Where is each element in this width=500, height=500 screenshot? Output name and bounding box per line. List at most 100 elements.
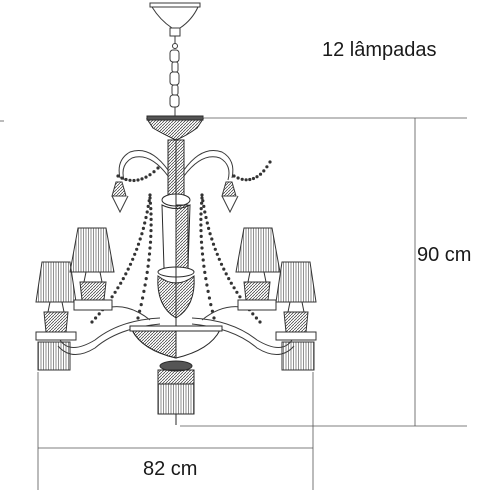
bead: [204, 277, 208, 281]
bead: [229, 281, 233, 285]
bead: [203, 210, 207, 214]
bead: [251, 176, 256, 181]
side-drops: [37, 341, 315, 371]
bead: [145, 270, 149, 274]
bead: [139, 303, 143, 307]
bead: [199, 240, 204, 244]
bead: [199, 207, 203, 211]
bead: [143, 283, 147, 287]
bead: [217, 257, 221, 261]
bead: [133, 252, 137, 256]
bead: [144, 175, 148, 179]
bead: [149, 234, 153, 238]
bead: [152, 170, 156, 174]
bead: [202, 264, 206, 268]
lamp-shade-far-left: [35, 261, 77, 341]
bead: [200, 246, 204, 250]
dimension-lines: [0, 117, 467, 490]
width-dimension-label: 82 cm: [143, 458, 198, 480]
bead: [213, 247, 217, 251]
bead: [205, 221, 209, 225]
bead: [128, 262, 133, 266]
bead: [200, 201, 204, 205]
bead: [244, 178, 248, 182]
bead: [201, 199, 205, 203]
bead: [206, 289, 210, 293]
bead: [143, 221, 147, 225]
bead: [207, 296, 211, 300]
lamp-shade-far-right: [275, 261, 317, 341]
bead: [149, 207, 153, 211]
bead: [149, 212, 153, 216]
bead: [255, 175, 259, 179]
bead: [232, 174, 236, 178]
bead: [148, 193, 152, 197]
bead: [232, 286, 236, 290]
height-dimension-label: 90 cm: [417, 244, 472, 266]
bead: [156, 166, 160, 170]
bead: [248, 177, 252, 182]
bead: [140, 177, 144, 181]
bead: [142, 289, 146, 293]
bead: [200, 193, 204, 197]
bead: [136, 316, 140, 320]
bead: [146, 204, 150, 208]
bead: [145, 210, 149, 214]
bead: [148, 173, 152, 177]
bead: [251, 312, 255, 316]
bead: [208, 232, 212, 236]
top-cup: [146, 115, 204, 141]
bead: [149, 229, 153, 233]
bead: [262, 169, 266, 173]
bead: [199, 229, 203, 233]
bead: [227, 277, 231, 281]
bead: [113, 290, 117, 294]
central-stem: [157, 139, 195, 330]
bottom-finial: [157, 360, 195, 425]
bead: [224, 272, 228, 276]
bead: [236, 176, 240, 180]
bead: [199, 234, 203, 238]
bead: [140, 232, 144, 236]
bead: [210, 237, 214, 241]
bead: [238, 295, 242, 299]
bead: [258, 320, 262, 324]
bead: [148, 196, 152, 200]
bead: [120, 176, 124, 180]
central-dish: [129, 325, 223, 359]
bead: [147, 199, 151, 203]
bead: [124, 177, 128, 182]
bead: [209, 303, 213, 307]
bead: [148, 240, 153, 244]
bead: [212, 316, 216, 320]
bead: [138, 237, 142, 241]
bead: [240, 177, 244, 181]
bead: [141, 226, 145, 230]
bead: [116, 286, 120, 290]
bead: [199, 223, 203, 227]
bead: [222, 267, 226, 271]
bead: [146, 264, 150, 268]
bead: [207, 226, 211, 230]
bead: [97, 312, 101, 316]
bead: [126, 267, 130, 271]
bead: [219, 262, 224, 266]
bead: [144, 215, 148, 220]
bead: [200, 196, 204, 200]
bead: [149, 217, 153, 221]
bead: [149, 223, 153, 227]
bead: [90, 320, 94, 324]
bead: [136, 242, 141, 246]
bead: [119, 281, 123, 285]
bead: [94, 316, 98, 320]
bead: [147, 258, 151, 262]
bead: [204, 215, 208, 220]
bead: [116, 174, 120, 178]
bead: [202, 204, 206, 208]
bead: [141, 296, 145, 300]
bead: [211, 242, 216, 246]
bead: [205, 283, 209, 287]
bead: [135, 247, 139, 251]
